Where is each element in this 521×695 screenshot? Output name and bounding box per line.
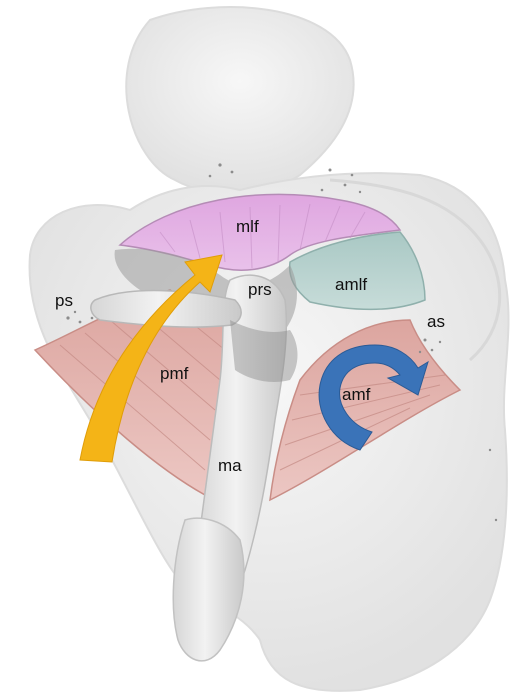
- label-ps: ps: [55, 292, 73, 309]
- malleus-lower: [173, 518, 244, 661]
- label-amlf: amlf: [335, 276, 367, 293]
- label-as: as: [427, 313, 445, 330]
- label-prs: prs: [248, 281, 272, 298]
- label-amf: amf: [342, 386, 370, 403]
- upper-bone-bulb: [126, 7, 353, 193]
- label-mlf: mlf: [236, 218, 259, 235]
- label-ma: ma: [218, 457, 242, 474]
- label-pmf: pmf: [160, 365, 188, 382]
